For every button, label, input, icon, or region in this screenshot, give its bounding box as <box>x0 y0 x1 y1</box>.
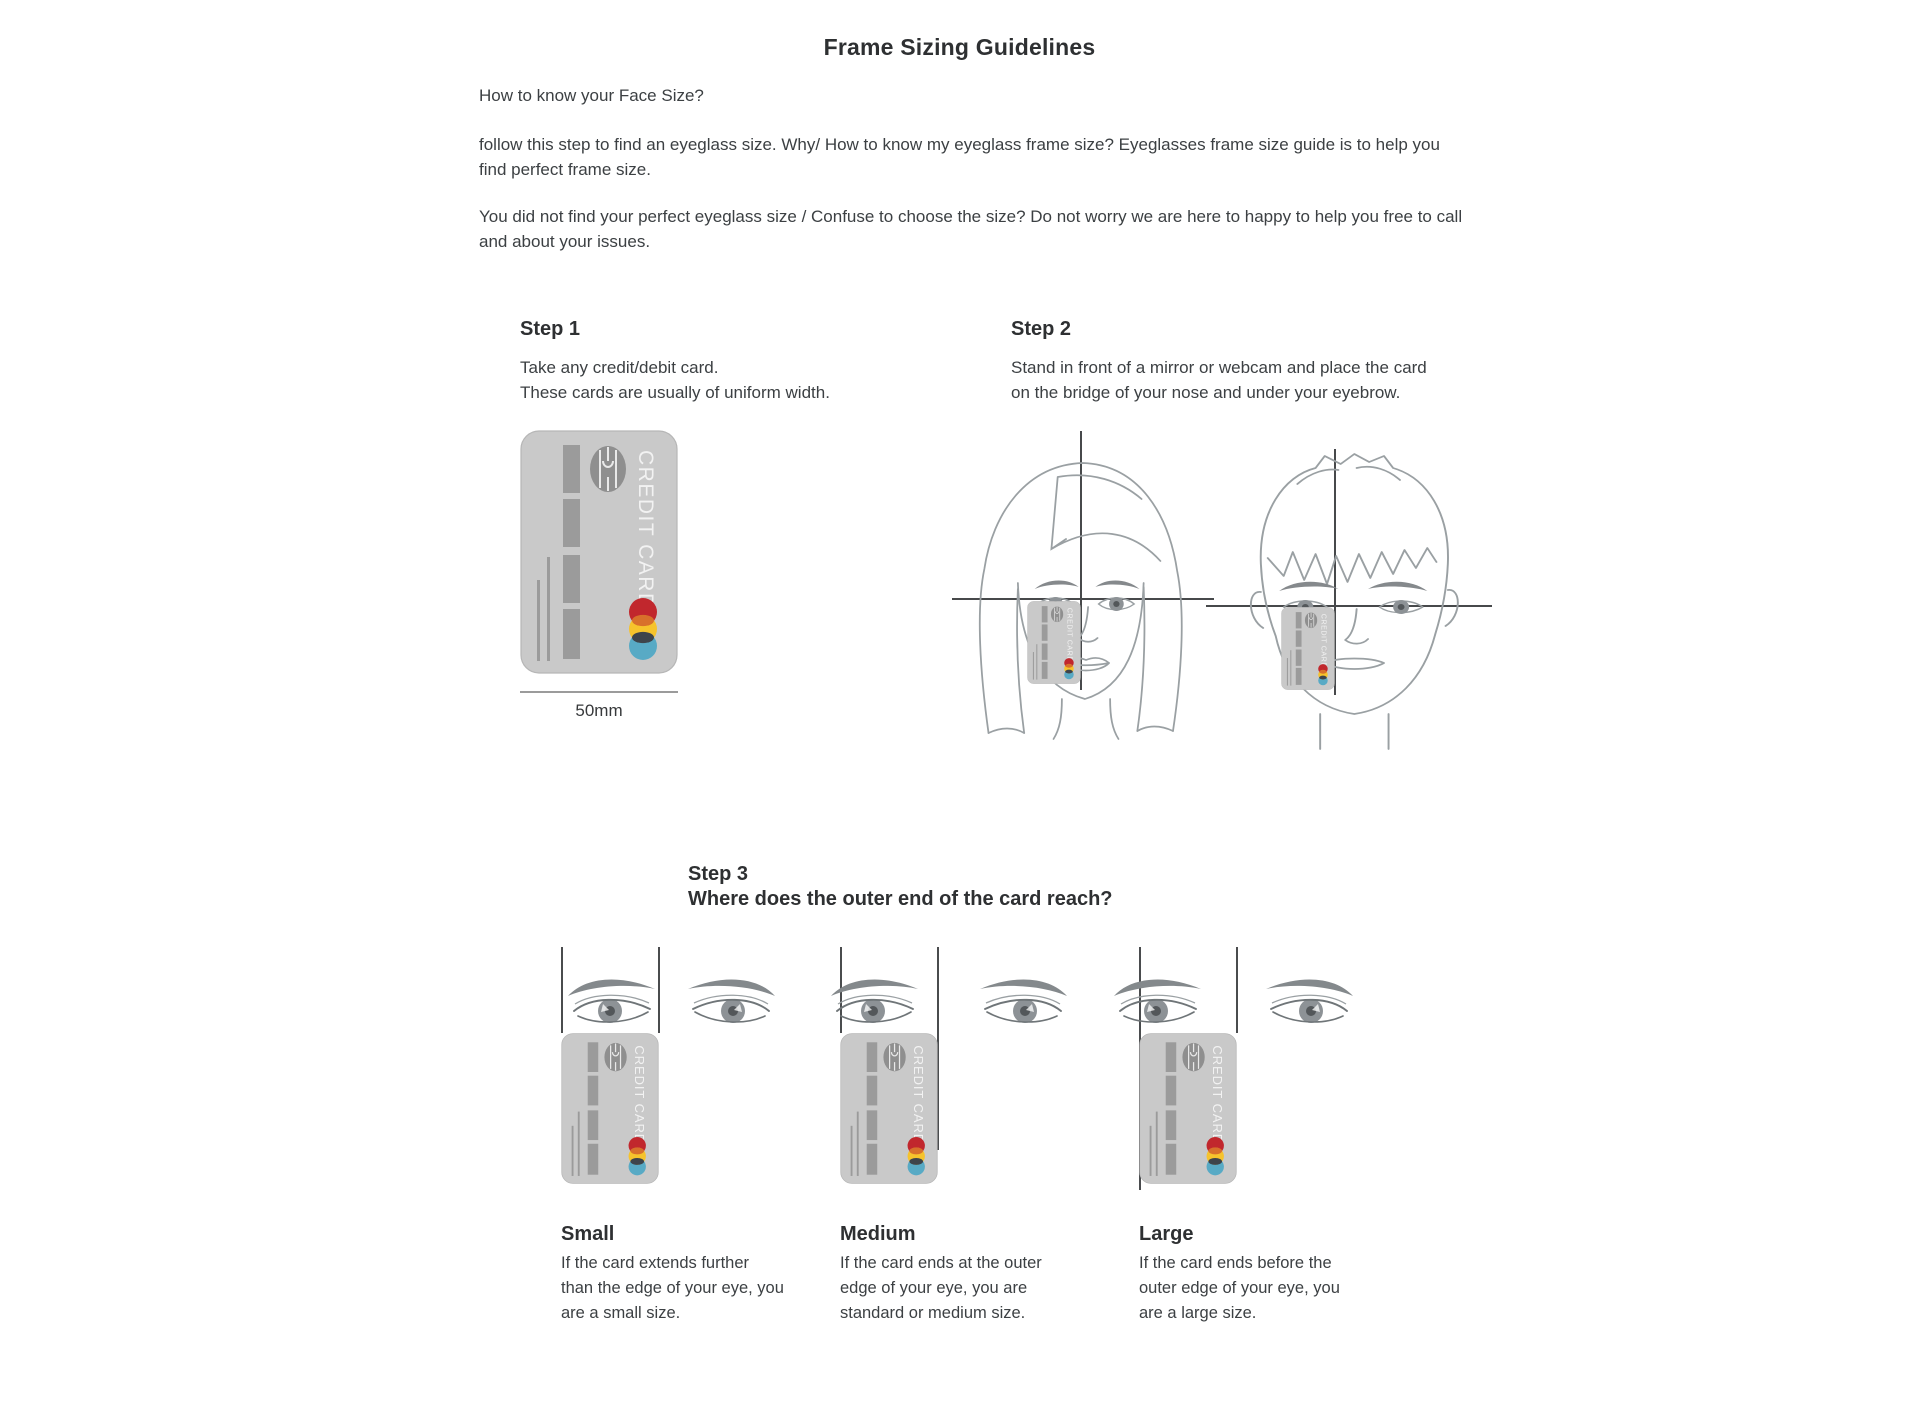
step2-description: Stand in front of a mirror or webcam and… <box>1011 355 1427 405</box>
step2-heading: Step 2 <box>1011 318 1072 340</box>
size-group-medium: Medium If the card ends at the outer edg… <box>824 940 1154 1420</box>
step3-subheading: Where does the outer end of the card rea… <box>688 888 1113 910</box>
right-eye-icon <box>975 970 1070 1032</box>
step3-heading-block: Step 3 Where does the outer end of the c… <box>688 862 1113 912</box>
page-title: Frame Sizing Guidelines <box>823 34 1096 60</box>
size-label-medium: Medium <box>840 1223 916 1245</box>
intro-paragraph-2: You did not find your perfect eyeglass s… <box>479 207 1463 251</box>
size-label-small: Small <box>561 1223 615 1245</box>
left-eye-icon <box>1111 970 1206 1032</box>
step2-line1: Stand in front of a mirror or webcam and… <box>1011 358 1427 377</box>
size-description-small: If the card extends further than the edg… <box>561 1254 784 1322</box>
step1-heading: Step 1 <box>520 318 581 340</box>
credit-card-on-female-face <box>1027 601 1081 684</box>
crosshair-horizontal-line-female <box>952 598 1214 600</box>
female-face-illustration <box>978 462 1183 740</box>
step1-description: Take any credit/debit card. These cards … <box>520 355 830 405</box>
crosshair-vertical-line-female <box>1080 431 1082 690</box>
crosshair-vertical-line-male <box>1334 449 1336 695</box>
credit-card-illustration <box>561 1033 659 1184</box>
intro-question: How to know your Face Size? <box>479 86 704 105</box>
size-description-medium: If the card ends at the outer edge of yo… <box>840 1254 1042 1322</box>
credit-card-illustration <box>1139 1033 1237 1184</box>
card-width-label: 50mm <box>575 701 623 720</box>
step3-heading: Step 3 <box>688 863 749 885</box>
right-eye-icon <box>683 970 778 1032</box>
step1-line1: Take any credit/debit card. <box>520 358 719 377</box>
intro-paragraph-1: follow this step to find an eyeglass siz… <box>479 135 1440 179</box>
size-group-large: Large If the card ends before the outer … <box>1123 940 1453 1420</box>
crosshair-horizontal-line-male <box>1206 605 1492 607</box>
step2-line2: on the bridge of your nose and under you… <box>1011 383 1401 402</box>
male-face-illustration <box>1249 453 1459 750</box>
guide-line-right <box>1236 947 1238 1033</box>
size-description-large: If the card ends before the outer edge o… <box>1139 1254 1340 1322</box>
guide-line-left <box>561 947 563 1033</box>
credit-card-on-male-face <box>1281 607 1335 690</box>
guide-line-right <box>658 947 660 1033</box>
step1-line2: These cards are usually of uniform width… <box>520 383 830 402</box>
guide-line-right <box>937 947 939 1150</box>
credit-card-illustration <box>840 1033 938 1184</box>
size-label-large: Large <box>1139 1223 1194 1245</box>
card-width-measure-line <box>520 691 678 693</box>
left-eye-icon <box>565 970 660 1032</box>
left-eye-icon <box>828 970 923 1032</box>
size-group-small: Small If the card extends further than t… <box>545 940 875 1420</box>
right-eye-icon <box>1261 970 1356 1032</box>
credit-card-illustration <box>520 430 678 674</box>
